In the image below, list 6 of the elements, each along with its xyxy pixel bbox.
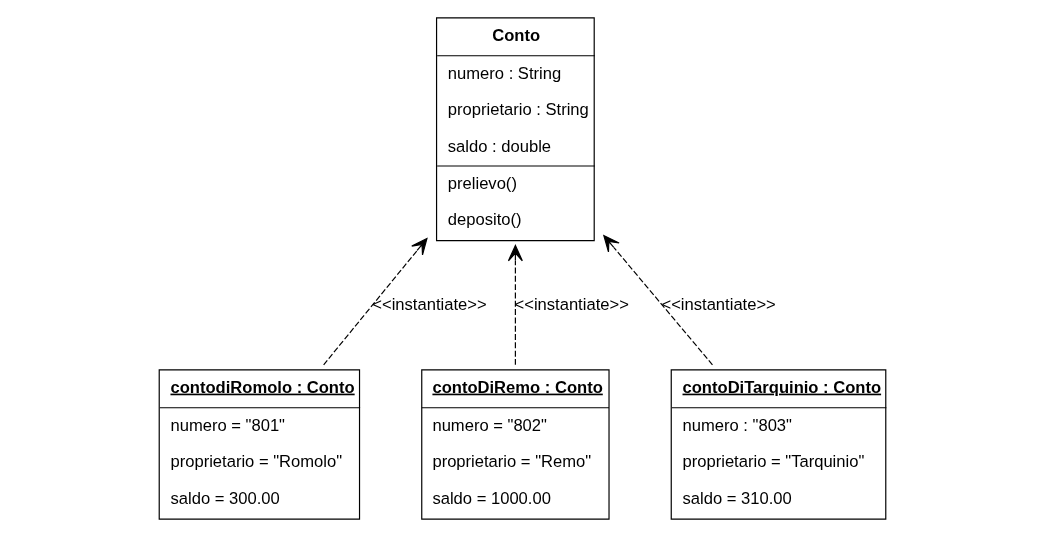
edge-label: <<instantiate>> bbox=[661, 294, 776, 314]
arrow bbox=[603, 235, 714, 366]
arrow bbox=[323, 237, 428, 366]
arrow bbox=[507, 244, 523, 366]
edge-label: <<instantiate>> bbox=[372, 294, 487, 314]
edge-label: <<instantiate>> bbox=[514, 294, 629, 314]
